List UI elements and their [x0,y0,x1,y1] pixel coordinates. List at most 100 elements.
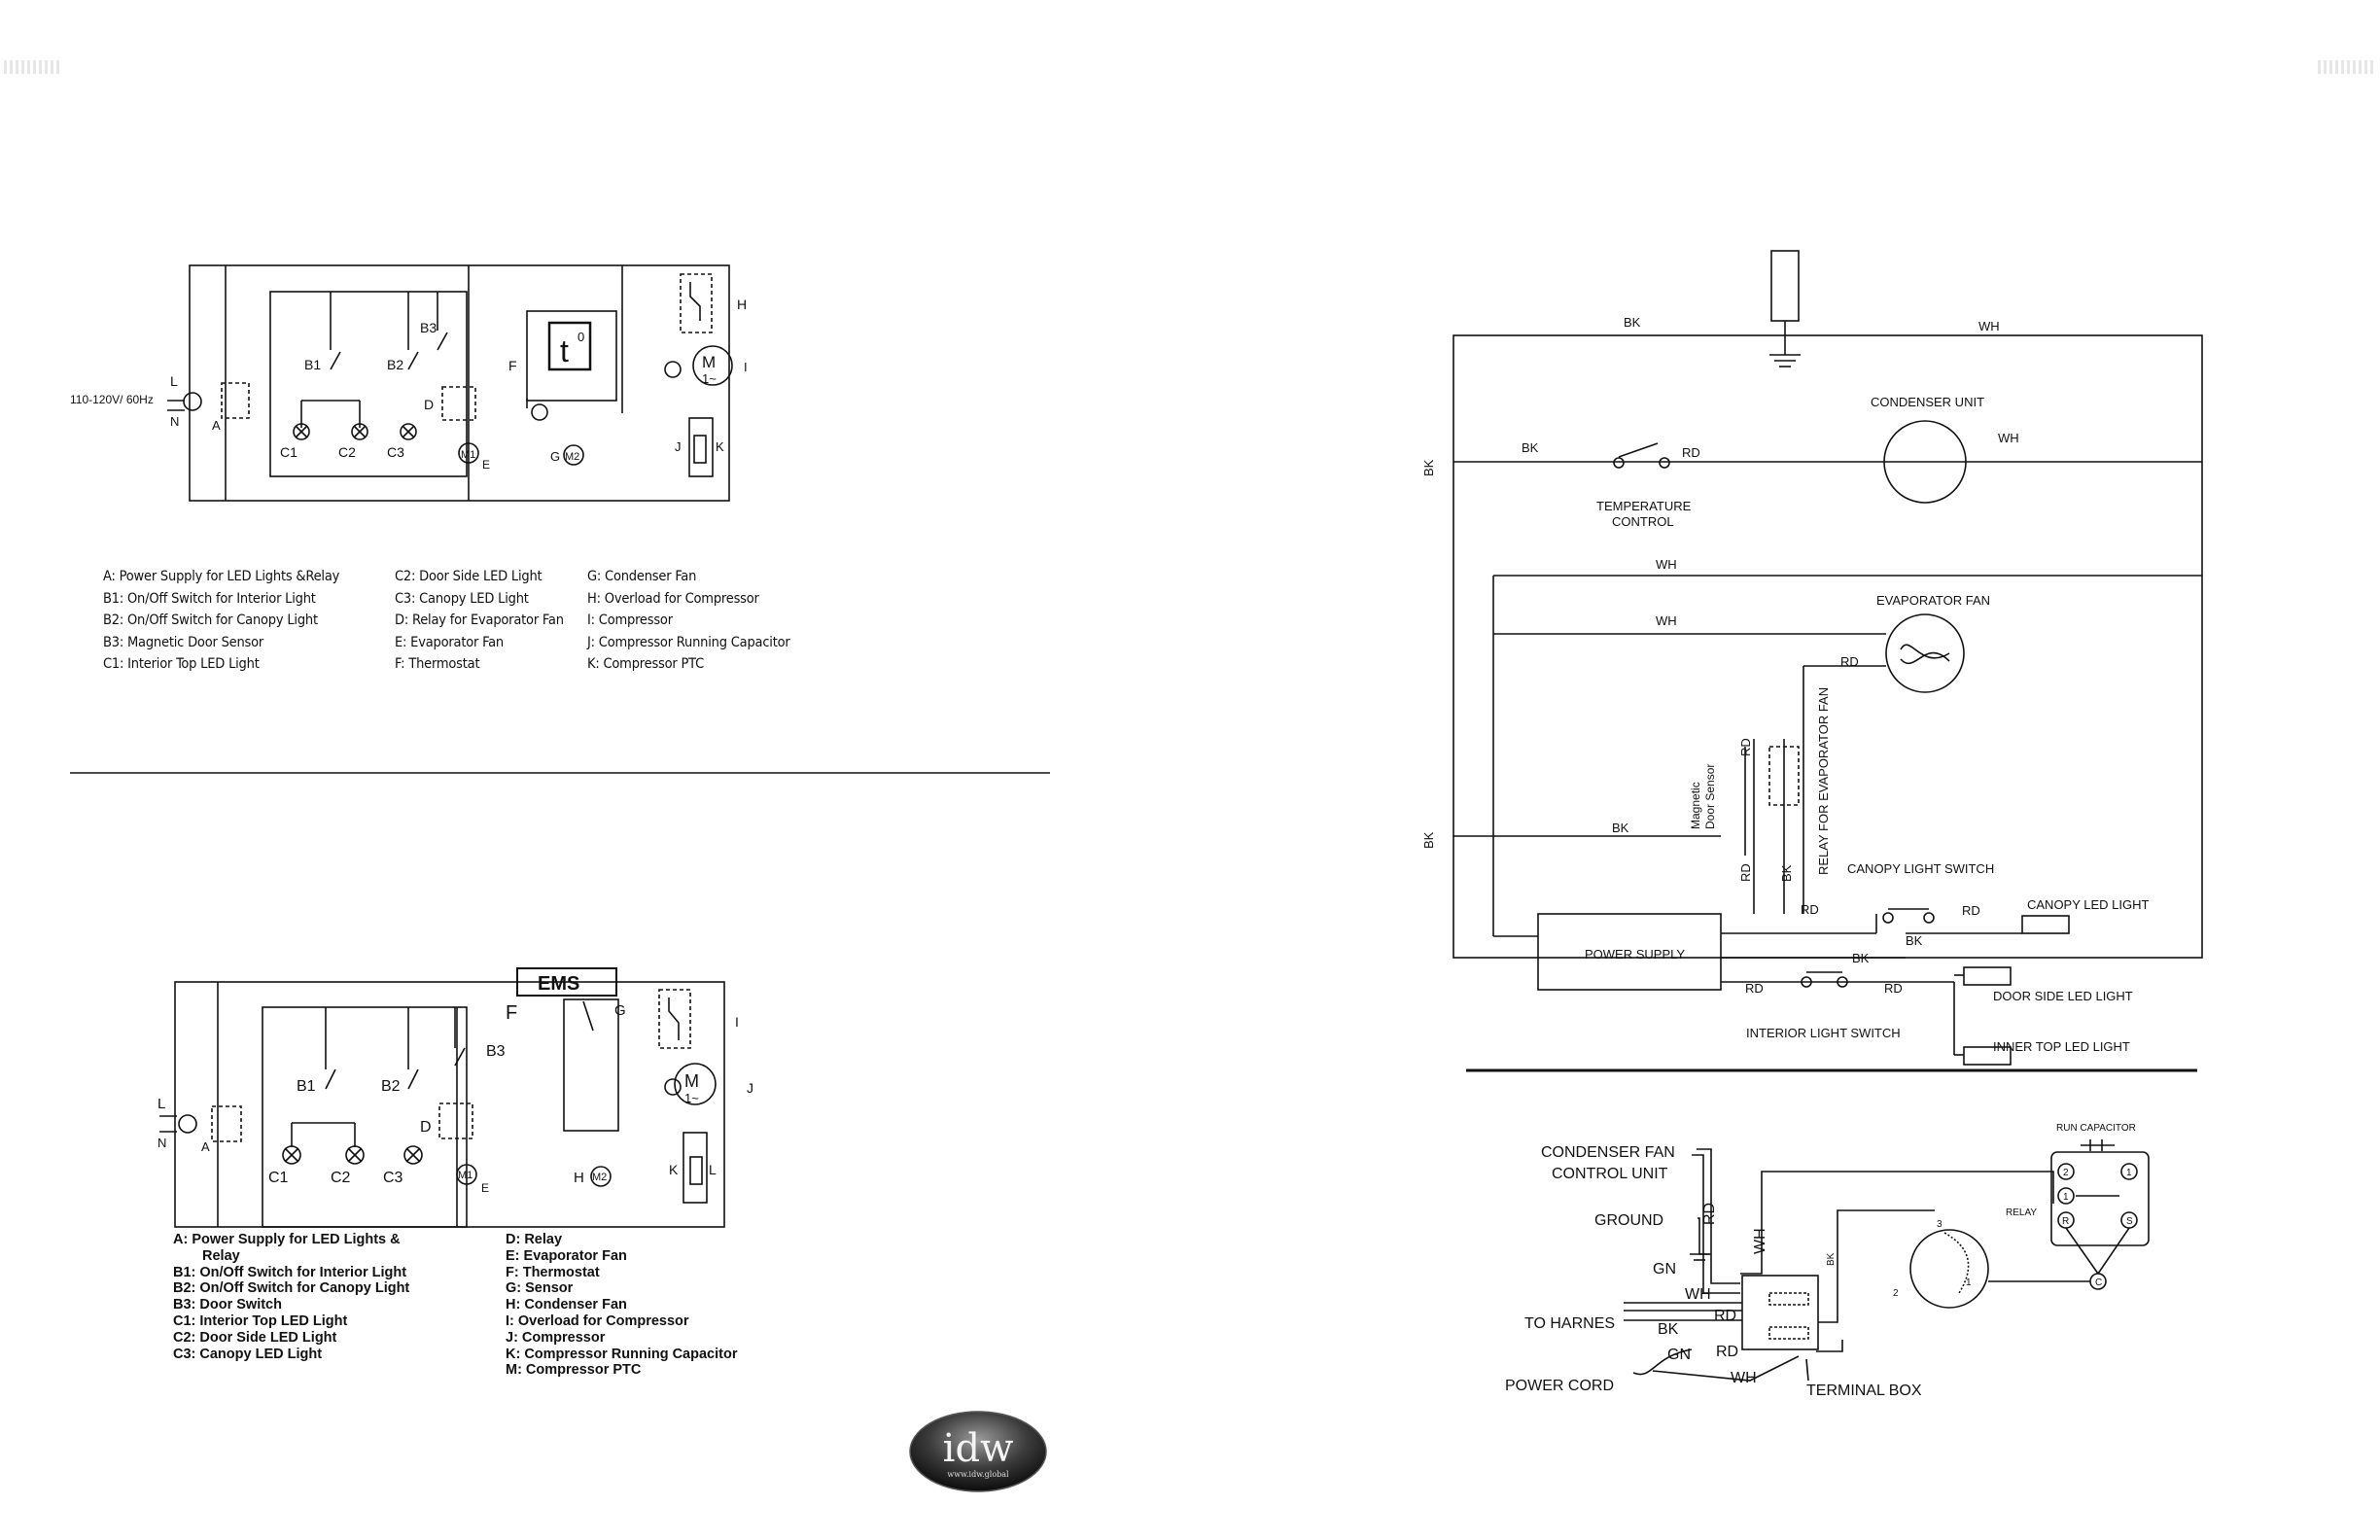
label-m1-top: M1 [461,449,475,461]
label-g: G [550,449,560,464]
wire-rd-2-b: RD [1716,1344,1738,1360]
wire-wh-2-b: WH [1731,1370,1757,1386]
legend-item: B3: Magnetic Door Sensor [103,634,264,650]
inner-top-led-light-label: INNER TOP LED LIGHT [1993,1039,2130,1054]
legend-item: D: Relay [506,1232,563,1247]
wire-gn-1-b: GN [1653,1261,1676,1278]
legend-item: D: Relay for Evaporator Fan [395,612,564,628]
terminal-box-label: TERMINAL BOX [1806,1382,1922,1399]
legend-item: C1: Interior Top LED Light [173,1312,348,1329]
wire-wh-4: WH [1656,613,1677,628]
legend-item: C3: Canopy LED Light [173,1346,323,1362]
idw-logo: idw www.idw.global [909,1411,1047,1492]
label-m2-top: M2 [565,451,579,463]
top-right-dots [2318,60,2376,74]
run-capacitor-label: RUN CAPACITOR [2056,1123,2136,1134]
wire-rd-4: RD [1962,903,1980,918]
legend-item: A: Power Supply for LED Lights & [173,1232,401,1247]
logo-text: idw [943,1426,1014,1471]
to-harnes-label: TO HARNES [1524,1315,1615,1332]
power-supply-label: POWER SUPPLY [1585,947,1685,962]
wire-bk-v-b: BK [1826,1252,1837,1266]
right-bottom-labels: CONDENSER FAN CONTROL UNIT GROUND TO HAR… [1505,1123,2136,1399]
relay-label: RELAY [2006,1208,2037,1218]
label-l-b: L [158,1096,165,1112]
relay-evaporator-fan-label: RELAY FOR EVAPORATOR FAN [1816,687,1831,875]
pin-s-label: S [2126,1216,2133,1227]
label-b3: B3 [420,320,437,335]
wire-rd-vert-1: RD [1738,738,1753,756]
top-left-dots [4,60,62,74]
wire-bk-2: BK [1522,440,1539,455]
temperature-control-label-2: CONTROL [1612,514,1674,529]
legend-item: F: Thermostat [506,1264,600,1280]
evaporator-fan-label: EVAPORATOR FAN [1876,593,1990,608]
ground-label: GROUND [1594,1212,1663,1229]
wire-rd-1-b: RD [1714,1308,1736,1324]
wire-bk-1-b: BK [1658,1321,1679,1338]
thermostat-degree: 0 [578,330,584,344]
legend-item: C3: Canopy LED Light [395,590,529,607]
wire-rd-3: RD [1801,902,1819,917]
label-b1: B1 [304,357,321,372]
legend-item: J: Compressor Running Capacitor [587,634,790,650]
bottom-left-schematic [159,967,725,1228]
right-top-labels: BK WH BK RD WH WH WH RD BK RD RD BK BK R… [1421,315,2150,1054]
right-top-wiring [1452,250,2203,1066]
legend-top-col1: A: Power Supply for LED Lights &Relay B1… [103,566,339,676]
label-compressor-m-b: M [684,1071,699,1091]
wire-rd-5: RD [1745,981,1764,996]
legend-item: K: Compressor Running Capacitor [506,1346,738,1362]
ems-label: EMS [538,973,579,995]
label-compressor-1phase: 1~ [702,371,717,386]
label-n: N [170,414,179,429]
temperature-control-label-1: TEMPERATURE [1596,499,1692,513]
wire-bk-vert-2: BK [1421,831,1436,849]
label-b2: B2 [387,357,403,372]
label-compressor-1phase-b: 1~ [684,1091,699,1105]
label-g-b: G [614,1002,626,1019]
label-lcap-b: L [709,1162,717,1177]
pin-2-label: 2 [2063,1168,2069,1178]
wire-wh-2: WH [1998,431,2019,445]
legend-item: M: Compressor PTC [506,1362,642,1379]
legend-item: B2: On/Off Switch for Canopy Light [103,612,318,628]
magnetic-door-sensor-label-1: Magnetic [1689,782,1702,829]
magnetic-door-sensor-label-2: Door Sensor [1703,764,1717,829]
label-j-b: J [747,1080,753,1096]
condenser-fan-control-unit-label-1: CONDENSER FAN [1541,1144,1675,1161]
label-c3-b: C3 [383,1170,403,1186]
legend-item: B3: Door Switch [173,1297,282,1313]
legend-bottom-col1: A: Power Supply for LED Lights & Relay B… [173,1232,409,1362]
wire-bk-5: BK [1852,951,1870,965]
legend-item: H: Condenser Fan [506,1297,627,1313]
label-d-b: D [420,1119,432,1136]
label-m1-b: M1 [458,1170,472,1181]
legend-item: B1: On/Off Switch for Interior Light [173,1264,407,1280]
wire-wh-1-b: WH [1685,1286,1711,1303]
canopy-led-light-label: CANOPY LED LIGHT [2027,897,2150,912]
legend-item: B2: On/Off Switch for Canopy Light [173,1280,410,1297]
label-h: H [737,297,747,312]
canopy-light-switch-label: CANOPY LIGHT SWITCH [1847,861,1994,876]
interior-light-switch-label: INTERIOR LIGHT SWITCH [1746,1026,1901,1040]
legend-item: G: Condenser Fan [587,569,697,584]
pin-1b-label: 1 [2063,1192,2069,1203]
legend-item: J: Compressor [506,1329,606,1346]
legend-item: G: Sensor [506,1280,574,1297]
wire-rd-1: RD [1682,445,1700,460]
legend-item: B1: On/Off Switch for Interior Light [103,590,316,607]
label-compressor-m: M [702,353,716,371]
label-f: F [508,358,517,373]
label-c2-b: C2 [331,1170,351,1186]
pin-3-label: 3 [1937,1219,1942,1230]
label-f-b: F [506,1002,517,1024]
wire-rd-vert-2: RD [1738,863,1753,882]
label-a-b: A [201,1139,210,1154]
label-a: A [212,418,221,433]
label-i: I [744,360,748,374]
legend-item: E: Evaporator Fan [506,1247,627,1264]
bottom-left-labels: EMS L N A B1 B2 B3 C1 C2 C3 D E F G H I … [158,973,753,1195]
label-l: L [170,373,178,389]
